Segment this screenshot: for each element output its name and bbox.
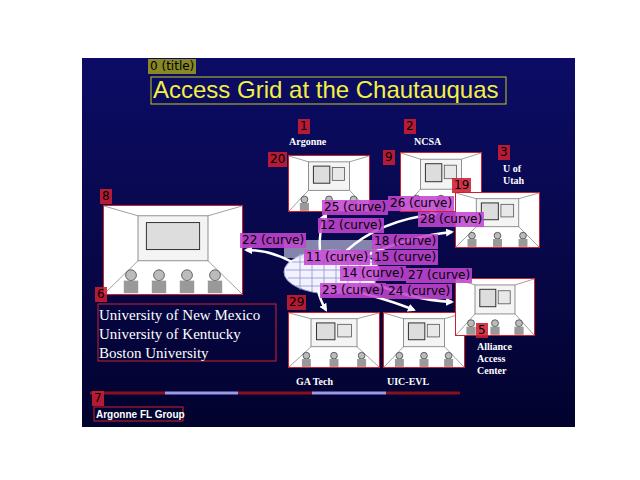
callout-number: 9 <box>383 150 395 165</box>
link-curves <box>246 214 452 310</box>
site-label: University of New Mexico <box>99 306 260 324</box>
callout-number: 18 (curve) <box>372 234 438 249</box>
callout-number: 3 <box>498 145 510 160</box>
callout-number: 15 (curve) <box>372 250 438 265</box>
bottom-band <box>90 392 460 395</box>
callout-number: 8 <box>100 189 112 204</box>
callout-number: 6 <box>95 287 107 302</box>
site-label: NCSA <box>414 136 441 148</box>
site-picture: University of New MexicoUniversity of Ke… <box>103 205 243 295</box>
callout-number: 11 (curve) <box>304 250 370 265</box>
site-label: University of Kentucky <box>99 325 241 343</box>
callout-number: 26 (curve) <box>388 196 454 211</box>
callout-number: 12 (curve) <box>318 218 384 233</box>
site-picture: Alliance Access Center <box>455 278 535 336</box>
group-label: Argonne FL Group <box>96 409 185 421</box>
callout-number: 7 <box>92 391 104 406</box>
site-picture: UIC-EVL <box>383 312 465 368</box>
callout-number: 28 (curve) <box>418 212 484 227</box>
callout-number: 22 (curve) <box>240 233 306 248</box>
callout-number: 23 (curve) <box>320 283 386 298</box>
callout-number: 5 <box>476 323 488 338</box>
site-label: Alliance Access Center <box>477 341 525 377</box>
callout-number: 24 (curve) <box>386 284 452 299</box>
callout-number: 27 (curve) <box>406 268 472 283</box>
slide-title: Access Grid at the Chautauquas <box>153 76 499 104</box>
site-label: GA Tech <box>296 376 333 388</box>
text-outline <box>98 304 276 361</box>
callout-number: 19 <box>452 178 471 193</box>
room-sketch <box>288 312 380 368</box>
room-sketch <box>383 312 465 368</box>
site-picture: GA Tech <box>288 312 380 368</box>
callout-number: 2 <box>404 119 416 134</box>
callout-number: 20 <box>268 152 287 167</box>
callout-number: 1 <box>298 119 310 134</box>
site-label: Boston University <box>99 344 209 362</box>
callout-number: 29 <box>287 295 306 310</box>
site-label: Argonne <box>289 136 326 148</box>
callout-number: 14 (curve) <box>340 266 406 281</box>
room-sketch <box>455 278 535 336</box>
site-label: U of Utah <box>503 163 533 187</box>
title-outline <box>151 77 506 104</box>
site-label: UIC-EVL <box>387 376 429 388</box>
callout-number: 0 (title) <box>148 59 196 74</box>
room-sketch <box>103 205 243 295</box>
callout-number: 25 (curve) <box>322 200 388 215</box>
